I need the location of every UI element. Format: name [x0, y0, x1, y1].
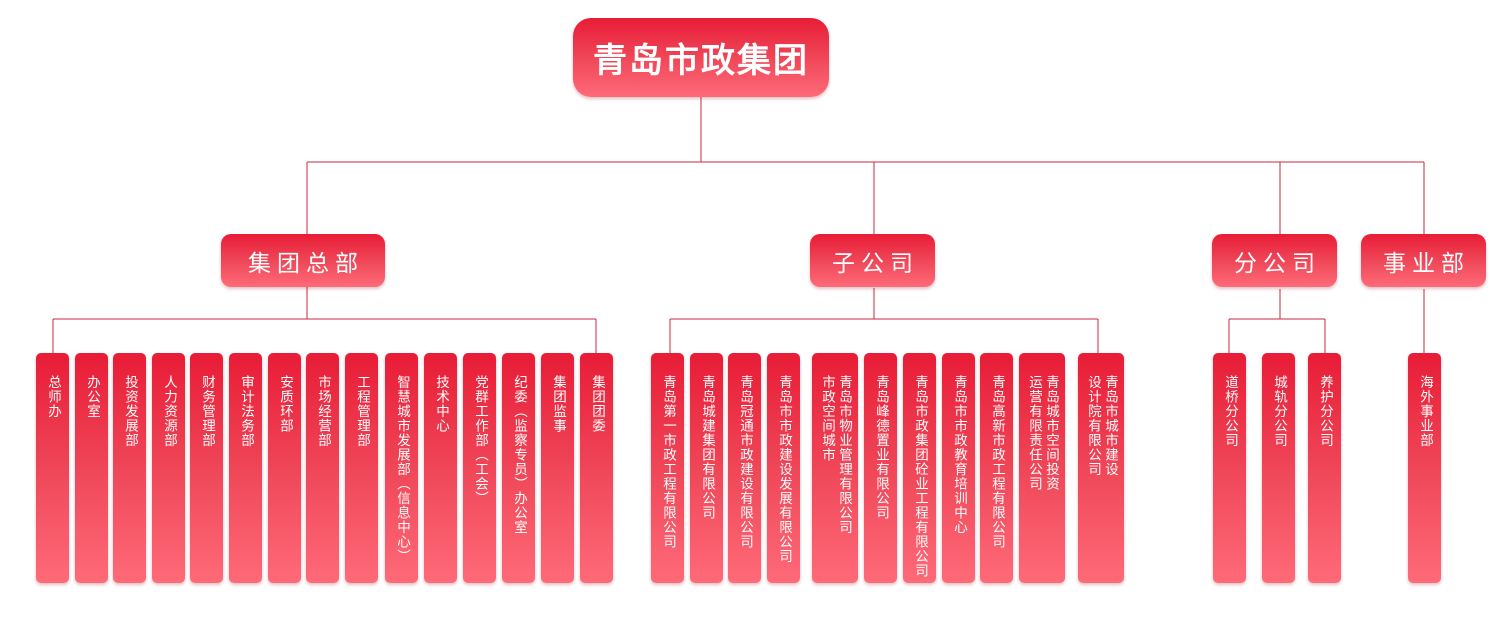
unit-box: 养护分公司: [1308, 353, 1341, 583]
unit-label: 青岛市城市建设 设计院有限公司: [1085, 375, 1118, 477]
group-subsidiaries: 子公司: [810, 234, 935, 287]
unit-box: 集团监事: [541, 353, 574, 583]
group-business-divisions: 事业部: [1361, 234, 1486, 287]
unit-label: 审计法务部: [238, 375, 254, 448]
unit-label: 青岛第一市政工程有限公司: [660, 375, 676, 549]
unit-box: 审计法务部: [229, 353, 262, 583]
unit-box: 青岛城建集团有限公司: [690, 353, 723, 583]
unit-box: 青岛市市政建设发展有限公司: [767, 353, 800, 583]
unit-label: 市场经营部: [315, 375, 331, 448]
unit-box: 智慧城市发展部（信息中心）: [385, 353, 418, 583]
unit-label: 养护分公司: [1317, 375, 1333, 448]
group-branches: 分公司: [1212, 234, 1337, 287]
unit-label: 投资发展部: [122, 375, 138, 448]
unit-label: 城轨分公司: [1271, 375, 1287, 448]
unit-label: 青岛高新市政工程有限公司: [989, 375, 1005, 549]
unit-box: 纪委（监察专员）办公室: [502, 353, 535, 583]
unit-box: 技术中心: [424, 353, 457, 583]
unit-label: 青岛市政集团砼业工程有限公司: [912, 375, 928, 578]
unit-box: 青岛市物业管理有限公司 市政空间城市: [812, 353, 858, 583]
unit-box: 青岛高新市政工程有限公司: [980, 353, 1013, 583]
unit-label: 党群工作部（工会）: [472, 375, 488, 506]
unit-box: 党群工作部（工会）: [463, 353, 496, 583]
unit-label: 青岛城建集团有限公司: [699, 375, 715, 520]
unit-label: 智慧城市发展部（信息中心）: [394, 375, 410, 564]
unit-box: 青岛城市空间投资 运营有限责任公司: [1019, 353, 1065, 583]
unit-label: 办公室: [84, 375, 100, 419]
unit-box: 安质环部: [268, 353, 301, 583]
unit-box: 青岛冠通市政建设有限公司: [728, 353, 761, 583]
unit-label: 青岛市市政建设发展有限公司: [776, 375, 792, 564]
unit-box: 海外事业部: [1408, 353, 1441, 583]
unit-box: 青岛市政集团砼业工程有限公司: [903, 353, 936, 583]
unit-label: 青岛市物业管理有限公司 市政空间城市: [819, 375, 852, 535]
unit-label: 财务管理部: [199, 375, 215, 448]
group-headquarters: 集团总部: [221, 234, 385, 287]
unit-label: 集团团委: [589, 375, 605, 433]
unit-box: 市场经营部: [306, 353, 339, 583]
unit-label: 安质环部: [277, 375, 293, 433]
unit-box: 青岛市城市建设 设计院有限公司: [1078, 353, 1124, 583]
unit-label: 青岛峰德置业有限公司: [873, 375, 889, 520]
unit-label: 集团监事: [550, 375, 566, 433]
unit-label: 纪委（监察专员）办公室: [511, 375, 527, 535]
unit-label: 青岛冠通市政建设有限公司: [737, 375, 753, 549]
root-node: 青岛市政集团: [573, 18, 829, 97]
unit-label: 青岛市市政教育培训中心: [951, 375, 967, 535]
unit-label: 海外事业部: [1417, 375, 1433, 448]
unit-box: 道桥分公司: [1213, 353, 1246, 583]
unit-label: 工程管理部: [354, 375, 370, 448]
unit-box: 总师办: [36, 353, 69, 583]
unit-label: 技术中心: [433, 375, 449, 433]
unit-box: 城轨分公司: [1262, 353, 1295, 583]
unit-label: 青岛城市空间投资 运营有限责任公司: [1026, 375, 1059, 491]
unit-box: 办公室: [75, 353, 108, 583]
unit-box: 青岛第一市政工程有限公司: [651, 353, 684, 583]
unit-box: 青岛峰德置业有限公司: [864, 353, 897, 583]
unit-box: 集团团委: [580, 353, 613, 583]
unit-box: 财务管理部: [190, 353, 223, 583]
unit-box: 人力资源部: [152, 353, 185, 583]
unit-box: 投资发展部: [113, 353, 146, 583]
unit-label: 人力资源部: [161, 375, 177, 448]
unit-box: 工程管理部: [345, 353, 378, 583]
unit-label: 道桥分公司: [1222, 375, 1238, 448]
unit-box: 青岛市市政教育培训中心: [942, 353, 975, 583]
unit-label: 总师办: [45, 375, 61, 419]
